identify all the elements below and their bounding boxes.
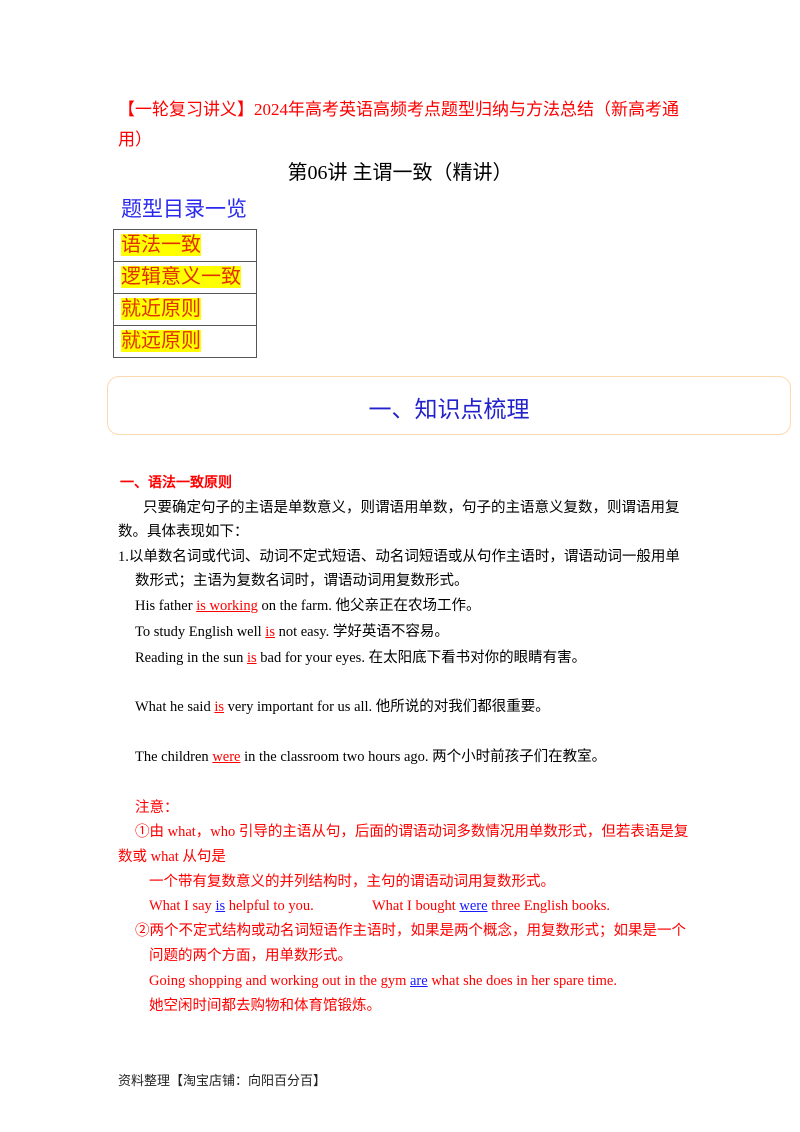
note2-line2: 问题的两个方面，用单数形式。 — [149, 948, 352, 964]
section-header-box: 一、知识点梳理 — [107, 376, 791, 435]
example-rest: three English books. — [487, 898, 610, 914]
example-rest: bad for your eyes. 在太阳底下看书对你的眼睛有害。 — [256, 650, 587, 666]
example-subject: To study English well — [135, 624, 266, 640]
toc-row: 逻辑意义一致 — [113, 261, 257, 294]
example-rest: not easy. 学好英语不容易。 — [274, 624, 449, 640]
toc-table: 语法一致 逻辑意义一致 就近原则 就远原则 — [113, 229, 257, 358]
example-sentence: What he said is very important for us al… — [135, 695, 550, 719]
toc-item-proximity-principle[interactable]: 就近原则 — [121, 298, 201, 320]
note1-line1: ①由 what，who 引导的主语从句，后面的谓语动词多数情况用单数形式，但若表… — [135, 824, 689, 840]
toc-item-distance-principle[interactable]: 就远原则 — [121, 330, 201, 352]
footer-credit: 资料整理【淘宝店铺：向阳百分百】 — [118, 1073, 327, 1088]
example-subject: What I say — [149, 898, 216, 914]
example-sentence: To study English well is not easy. 学好英语不… — [135, 620, 449, 644]
subsection-title: 一、语法一致原则 — [120, 474, 232, 490]
toc-row: 就近原则 — [113, 293, 257, 326]
example-subject: His father — [135, 598, 197, 614]
example-verb: is — [214, 699, 224, 715]
note1-line2: 数或 what 从句是 — [118, 849, 226, 865]
example-verb: is — [215, 898, 226, 914]
section-title: 一、知识点梳理 — [368, 397, 530, 422]
example-verb: are — [410, 973, 428, 989]
example-rest: on the farm. 他父亲正在农场工作。 — [257, 598, 481, 614]
example-verb: is — [246, 650, 257, 666]
note1-example1: What I say is helpful to you. — [149, 894, 314, 918]
example-verb: were — [212, 749, 241, 765]
note2-example: Going shopping and working out in the gy… — [149, 969, 617, 993]
toc-row: 就远原则 — [113, 325, 257, 358]
note2-translation: 她空闲时间都去购物和体育馆锻炼。 — [149, 998, 381, 1014]
document-title-line2: 用） — [118, 130, 152, 149]
example-rest: what she does in her spare time. — [427, 973, 617, 989]
toc-row: 语法一致 — [113, 229, 257, 262]
example-verb: were — [459, 898, 488, 914]
note1-example2: What I bought were three English books. — [372, 894, 610, 918]
note2-line1: ②两个不定式结构或动名词短语作主语时，如果是两个概念，用复数形式；如果是一个 — [135, 923, 686, 939]
note-label: 注意： — [135, 800, 179, 816]
example-verb: is — [265, 624, 275, 640]
toc-heading: 题型目录一览 — [121, 197, 247, 221]
lecture-title: 第06讲 主谓一致（精讲） — [287, 162, 513, 184]
example-rest: very important for us all. 他所说的对我们都很重要。 — [224, 699, 550, 715]
example-sentence: The children were in the classroom two h… — [135, 745, 606, 769]
toc-item-notional-agreement[interactable]: 逻辑意义一致 — [121, 266, 241, 288]
rule1-line2: 数形式；主语为复数名词时，谓语动词用复数形式。 — [135, 573, 469, 589]
example-subject: What he said — [135, 699, 215, 715]
example-sentence: Reading in the sun is bad for your eyes.… — [135, 646, 586, 670]
example-subject: Reading in the sun — [135, 650, 247, 666]
intro-line2: 数。具体表现如下： — [118, 524, 249, 540]
example-sentence: His father is working on the farm. 他父亲正在… — [135, 594, 481, 618]
example-subject: What I bought — [372, 898, 460, 914]
example-rest: in the classroom two hours ago. 两个小时前孩子们… — [240, 749, 607, 765]
rule1-line1: 1.以单数名词或代词、动词不定式短语、动名词短语或从句作主语时，谓语动词一般用单 — [118, 549, 680, 565]
document-title-line1: 【一轮复习讲义】2024年高考英语高频考点题型归纳与方法总结（新高考通 — [118, 100, 679, 119]
example-subject: The children — [135, 749, 213, 765]
example-rest: helpful to you. — [225, 898, 314, 914]
toc-item-grammar-agreement[interactable]: 语法一致 — [121, 234, 201, 256]
example-verb: is working — [196, 598, 258, 614]
intro-line1: 只要确定句子的主语是单数意义，则谓语用单数，句子的主语意义复数，则谓语用复 — [143, 500, 680, 516]
example-subject: Going shopping and working out in the gy… — [149, 973, 410, 989]
document-title: 【一轮复习讲义】2024年高考英语高频考点题型归纳与方法总结（新高考通 用） — [118, 95, 698, 155]
note1-line3: 一个带有复数意义的并列结构时，主句的谓语动词用复数形式。 — [149, 874, 555, 890]
